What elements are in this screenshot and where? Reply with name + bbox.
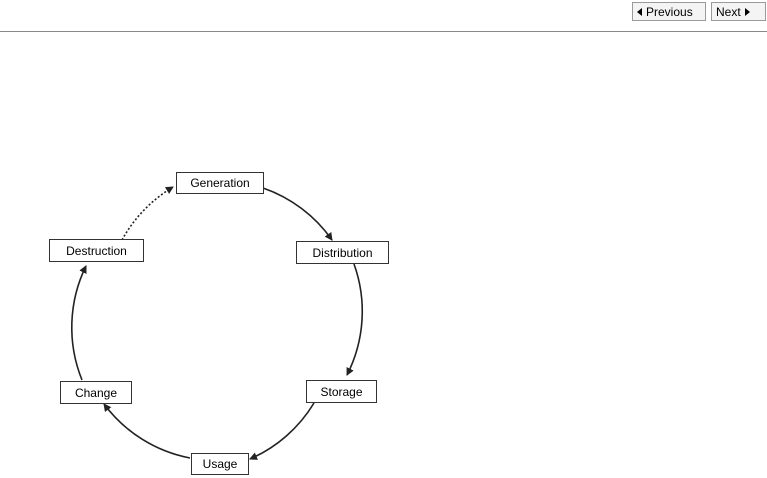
triangle-right-icon (744, 7, 750, 16)
edge-distribution-storage (346, 263, 364, 376)
node-generation: Generation (176, 172, 264, 194)
previous-button[interactable]: Previous (632, 2, 706, 21)
edge-change-destruction (71, 265, 87, 381)
triangle-left-icon (637, 7, 642, 16)
next-label: Next (716, 4, 741, 19)
edge-storage-usage (249, 402, 315, 460)
edge-usage-change (103, 403, 191, 459)
node-storage-label: Storage (320, 384, 363, 399)
node-usage: Usage (191, 453, 249, 475)
node-generation-label: Generation (190, 176, 250, 190)
node-usage-label: Usage (202, 457, 238, 471)
node-change-label: Change (74, 385, 118, 400)
edge-destruction-generation (121, 186, 174, 241)
node-distribution: Distribution (296, 241, 389, 264)
node-destruction: Destruction (49, 239, 144, 262)
node-change: Change (60, 381, 132, 404)
previous-label: Previous (646, 4, 693, 19)
node-destruction-label: Destruction (66, 243, 127, 258)
next-button[interactable]: Next (711, 2, 766, 21)
node-storage: Storage (306, 380, 377, 403)
edge-generation-distribution (262, 187, 333, 241)
node-distribution-label: Distribution (312, 245, 373, 260)
top-navigation-bar: Previous Next (0, 0, 767, 32)
